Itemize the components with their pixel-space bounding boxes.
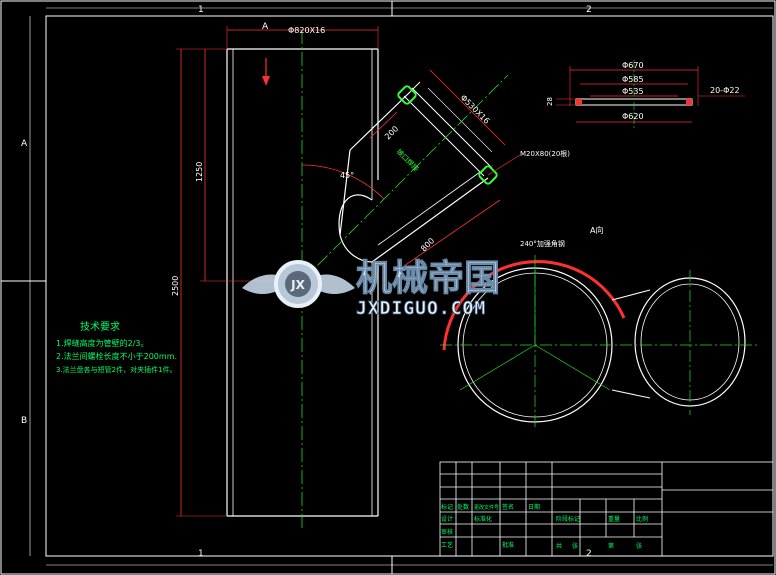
tech-req-title: 技术要求 <box>80 320 120 333</box>
tech-req-item-2: 2.法兰间螺栓长度不小于200mm. <box>56 351 177 361</box>
dim-2500: 2500 <box>171 276 180 296</box>
watermark-cn: 机械帝国 <box>356 258 500 299</box>
tb-label-total: 共 <box>556 542 562 550</box>
tb-label-sheet-1: 张 <box>572 542 578 550</box>
bolt-leader <box>487 154 521 176</box>
tb-label-stage: 阶段标记 <box>556 515 580 523</box>
tb-label-date: 日期 <box>528 503 540 511</box>
dim-1250: 1250 <box>195 162 204 182</box>
title-block <box>439 461 774 557</box>
inner-border <box>45 15 774 557</box>
flange-d535: Φ535 <box>622 87 644 96</box>
tb-label-marker: 标记 <box>441 503 453 511</box>
weld-note: 坡口焊接 <box>395 147 421 173</box>
dim-line-bend <box>403 199 501 267</box>
tb-label-no: 第 <box>608 542 614 550</box>
dim-offset: 200 <box>383 124 400 141</box>
watermark-logo <box>242 260 355 308</box>
lower-bolt <box>478 165 498 185</box>
zone-label-left-a: A <box>21 139 28 149</box>
tech-req-item-3: 3.法兰盘各与短管2件，对夹插件1件。 <box>56 365 177 374</box>
logo-gear-text: JX <box>290 278 305 292</box>
tech-req-item-1: 1.焊缝高度为管壁的2/3。 <box>56 338 149 348</box>
flange-detail <box>556 60 745 130</box>
tb-label-count: 处数 <box>457 503 469 511</box>
tb-label-change-doc: 更改文件号 <box>474 504 499 511</box>
view-arrow-head <box>262 76 270 86</box>
flange-d670: Φ670 <box>622 61 644 70</box>
dim-main-diameter: Φ820X16 <box>288 26 325 35</box>
tb-label-approve: 批准 <box>502 541 514 549</box>
flange-d620: Φ620 <box>622 112 644 121</box>
tb-label-process: 工艺 <box>441 541 453 549</box>
tb-label-scale: 比例 <box>636 515 648 523</box>
zone-label-left-b: B <box>21 416 27 426</box>
angle-arc <box>301 164 385 200</box>
branch-centerline <box>301 74 509 282</box>
tb-label-sheet-2: 张 <box>636 542 642 550</box>
flange-thickness: 28 <box>546 97 554 106</box>
flange-holes: 20-Φ22 <box>710 86 740 95</box>
tb-label-review: 审核 <box>441 528 453 536</box>
flange-d585: Φ585 <box>622 75 644 84</box>
zone-label-top-1: 1 <box>198 5 204 15</box>
dim-angle: 45° <box>340 171 354 180</box>
dim-branch-diameter: Φ530X16 <box>459 93 492 126</box>
watermark-en: JXDIGUO.COM <box>356 298 486 319</box>
branch-pipe <box>338 81 493 263</box>
zone-label-top-2: 2 <box>586 5 592 15</box>
tb-label-weight: 重量 <box>608 515 620 523</box>
tb-label-design: 设计 <box>441 515 453 523</box>
upper-bolt <box>397 85 417 105</box>
view-arrow-label: A <box>262 22 269 32</box>
tb-label-signature: 签名 <box>502 503 514 511</box>
section-view-label: A向 <box>590 225 603 235</box>
section-view <box>440 255 760 430</box>
arc-note: 240°加强角钢 <box>520 239 565 248</box>
zone-label-bottom-1: 1 <box>198 549 204 559</box>
zone-label-bottom-2: 2 <box>586 549 592 559</box>
dim-bend: 800 <box>419 236 436 253</box>
main-pipe <box>226 48 379 517</box>
dim-line-branch-diameter <box>429 69 506 146</box>
dim-line-offset <box>369 111 398 139</box>
bolt-note: M20X80(20根) <box>520 149 570 158</box>
tb-label-standard: 标准化 <box>474 515 492 523</box>
